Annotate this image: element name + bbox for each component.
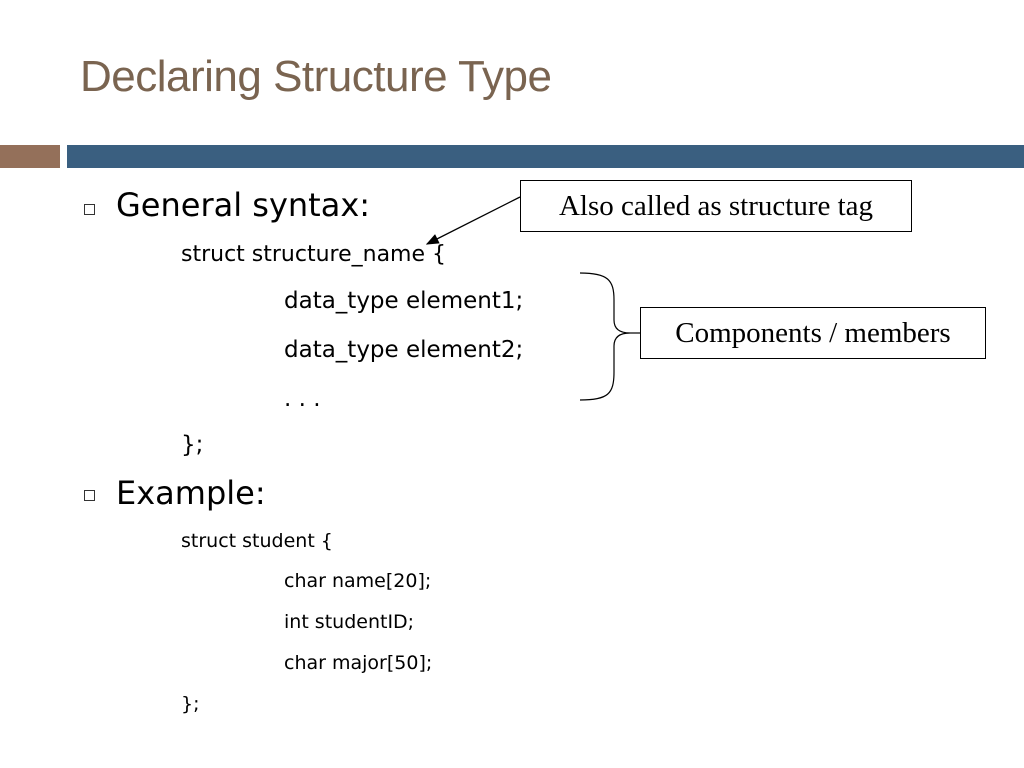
syntax-line-close: };: [181, 432, 204, 458]
slide-title: Declaring Structure Type: [80, 52, 552, 101]
example-line-major: char major[50];: [284, 652, 433, 674]
tag-arrow: [425, 196, 521, 245]
accent-bar-right: [67, 145, 1024, 168]
syntax-line-ellipsis: . . .: [284, 386, 321, 412]
members-brace: [579, 272, 631, 401]
example-line-name: char name[20];: [284, 570, 432, 592]
bullet-square-icon: [84, 490, 95, 501]
syntax-heading: General syntax:: [116, 186, 371, 224]
example-line-close: };: [181, 693, 200, 715]
syntax-line-element2: data_type element2;: [284, 337, 524, 363]
example-line-struct: struct student {: [181, 530, 333, 552]
structure-tag-callout: Also called as structure tag: [520, 180, 912, 232]
example-line-id: int studentID;: [284, 611, 415, 633]
bullet-square-icon: [84, 204, 95, 215]
example-heading: Example:: [116, 474, 266, 512]
syntax-line-struct: struct structure_name {: [181, 242, 447, 267]
members-callout: Components / members: [640, 307, 986, 359]
accent-bar-left: [0, 145, 60, 168]
syntax-line-element1: data_type element1;: [284, 288, 524, 314]
